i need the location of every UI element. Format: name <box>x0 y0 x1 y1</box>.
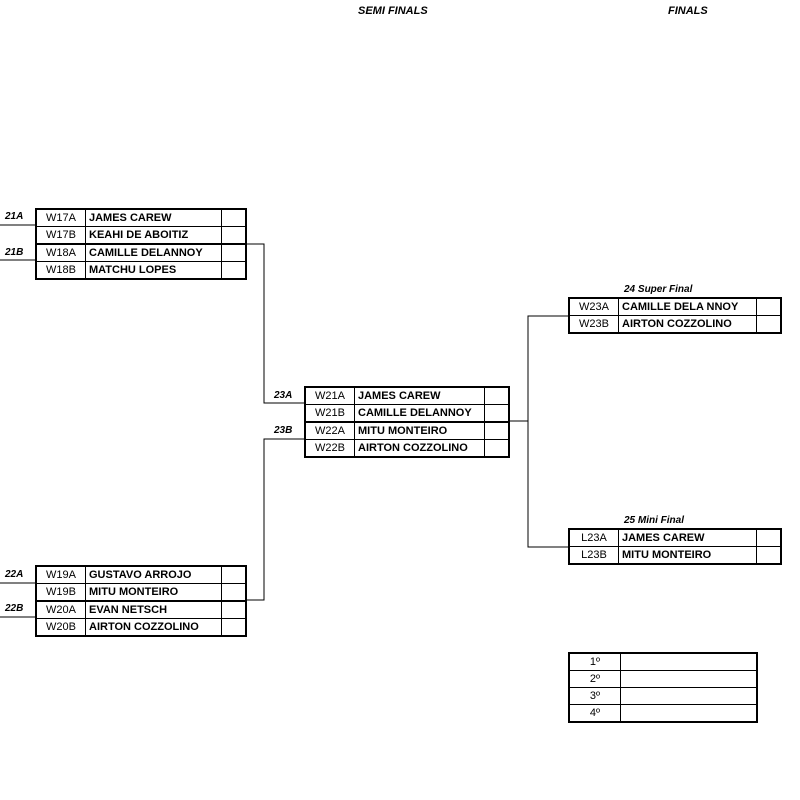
rider-name: MITU MONTEIRO <box>618 546 757 565</box>
connector-group1-to-semi <box>247 243 304 404</box>
rider-name: AIRTON COZZOLINO <box>85 618 222 637</box>
slot-code: W23B <box>568 315 619 334</box>
place-name-field[interactable] <box>620 704 758 723</box>
match-label-22b: 22B <box>5 603 24 614</box>
score-cell[interactable] <box>484 386 510 405</box>
score-cell[interactable] <box>221 600 247 619</box>
rider-name: JAMES CAREW <box>618 528 757 547</box>
connector-semi-to-finals <box>510 315 568 548</box>
table-row: 4º <box>568 704 758 723</box>
slot-code: W17A <box>35 208 86 227</box>
semi-finals-header: SEMI FINALS <box>358 5 428 17</box>
slot-code: W22A <box>304 421 355 440</box>
slot-code: L23A <box>568 528 619 547</box>
rider-name: MITU MONTEIRO <box>85 583 222 602</box>
match-label-23a: 23A <box>274 390 293 401</box>
score-cell[interactable] <box>756 315 782 334</box>
slot-code: W18A <box>35 243 86 262</box>
table-row: 3º <box>568 687 758 705</box>
score-cell[interactable] <box>221 226 247 245</box>
place-label: 4º <box>568 704 621 723</box>
slot-code: W21B <box>304 404 355 423</box>
super-final-title: 24 Super Final <box>624 284 693 295</box>
place-name-field[interactable] <box>620 687 758 705</box>
slot-code: W20B <box>35 618 86 637</box>
score-cell[interactable] <box>756 546 782 565</box>
score-cell[interactable] <box>221 208 247 227</box>
score-cell[interactable] <box>756 297 782 316</box>
slot-code: W23A <box>568 297 619 316</box>
slot-code: W21A <box>304 386 355 405</box>
place-label: 2º <box>568 670 621 688</box>
rider-name: JAMES CAREW <box>354 386 485 405</box>
slot-code: L23B <box>568 546 619 565</box>
match-label-21a: 21A <box>5 211 24 222</box>
rider-name: KEAHI DE ABOITIZ <box>85 226 222 245</box>
score-cell[interactable] <box>221 583 247 602</box>
slot-code: W20A <box>35 600 86 619</box>
match-label-23b: 23B <box>274 425 293 436</box>
score-cell[interactable] <box>756 528 782 547</box>
score-cell[interactable] <box>484 404 510 423</box>
place-name-field[interactable] <box>620 652 758 671</box>
table-row: 1º <box>568 652 758 671</box>
rider-name: AIRTON COZZOLINO <box>618 315 757 334</box>
score-cell[interactable] <box>221 243 247 262</box>
table-row: 2º <box>568 670 758 688</box>
rider-name: MATCHU LOPES <box>85 261 222 280</box>
slot-code: W19B <box>35 583 86 602</box>
place-label: 3º <box>568 687 621 705</box>
score-cell[interactable] <box>221 261 247 280</box>
place-name-field[interactable] <box>620 670 758 688</box>
mini-final-title: 25 Mini Final <box>624 515 685 526</box>
rider-name: GUSTAVO ARROJO <box>85 565 222 584</box>
rider-name: MITU MONTEIRO <box>354 421 485 440</box>
connector-group2-to-semi <box>247 438 304 601</box>
finals-header: FINALS <box>668 5 708 17</box>
score-cell[interactable] <box>221 618 247 637</box>
rider-name: CAMILLE DELANNOY <box>85 243 222 262</box>
score-cell[interactable] <box>484 421 510 440</box>
final-placings-table: 1º 2º 3º 4º <box>568 652 758 723</box>
score-cell[interactable] <box>484 439 510 458</box>
place-label: 1º <box>568 652 621 671</box>
match-label-21b: 21B <box>5 247 24 258</box>
rider-name: CAMILLE DELA NNOY <box>618 297 757 316</box>
slot-code: W17B <box>35 226 86 245</box>
rider-name: EVAN NETSCH <box>85 600 222 619</box>
rider-name: JAMES CAREW <box>85 208 222 227</box>
rider-name: CAMILLE DELANNOY <box>354 404 485 423</box>
score-cell[interactable] <box>221 565 247 584</box>
slot-code: W22B <box>304 439 355 458</box>
rider-name: AIRTON COZZOLINO <box>354 439 485 458</box>
match-label-22a: 22A <box>5 569 24 580</box>
slot-code: W19A <box>35 565 86 584</box>
slot-code: W18B <box>35 261 86 280</box>
